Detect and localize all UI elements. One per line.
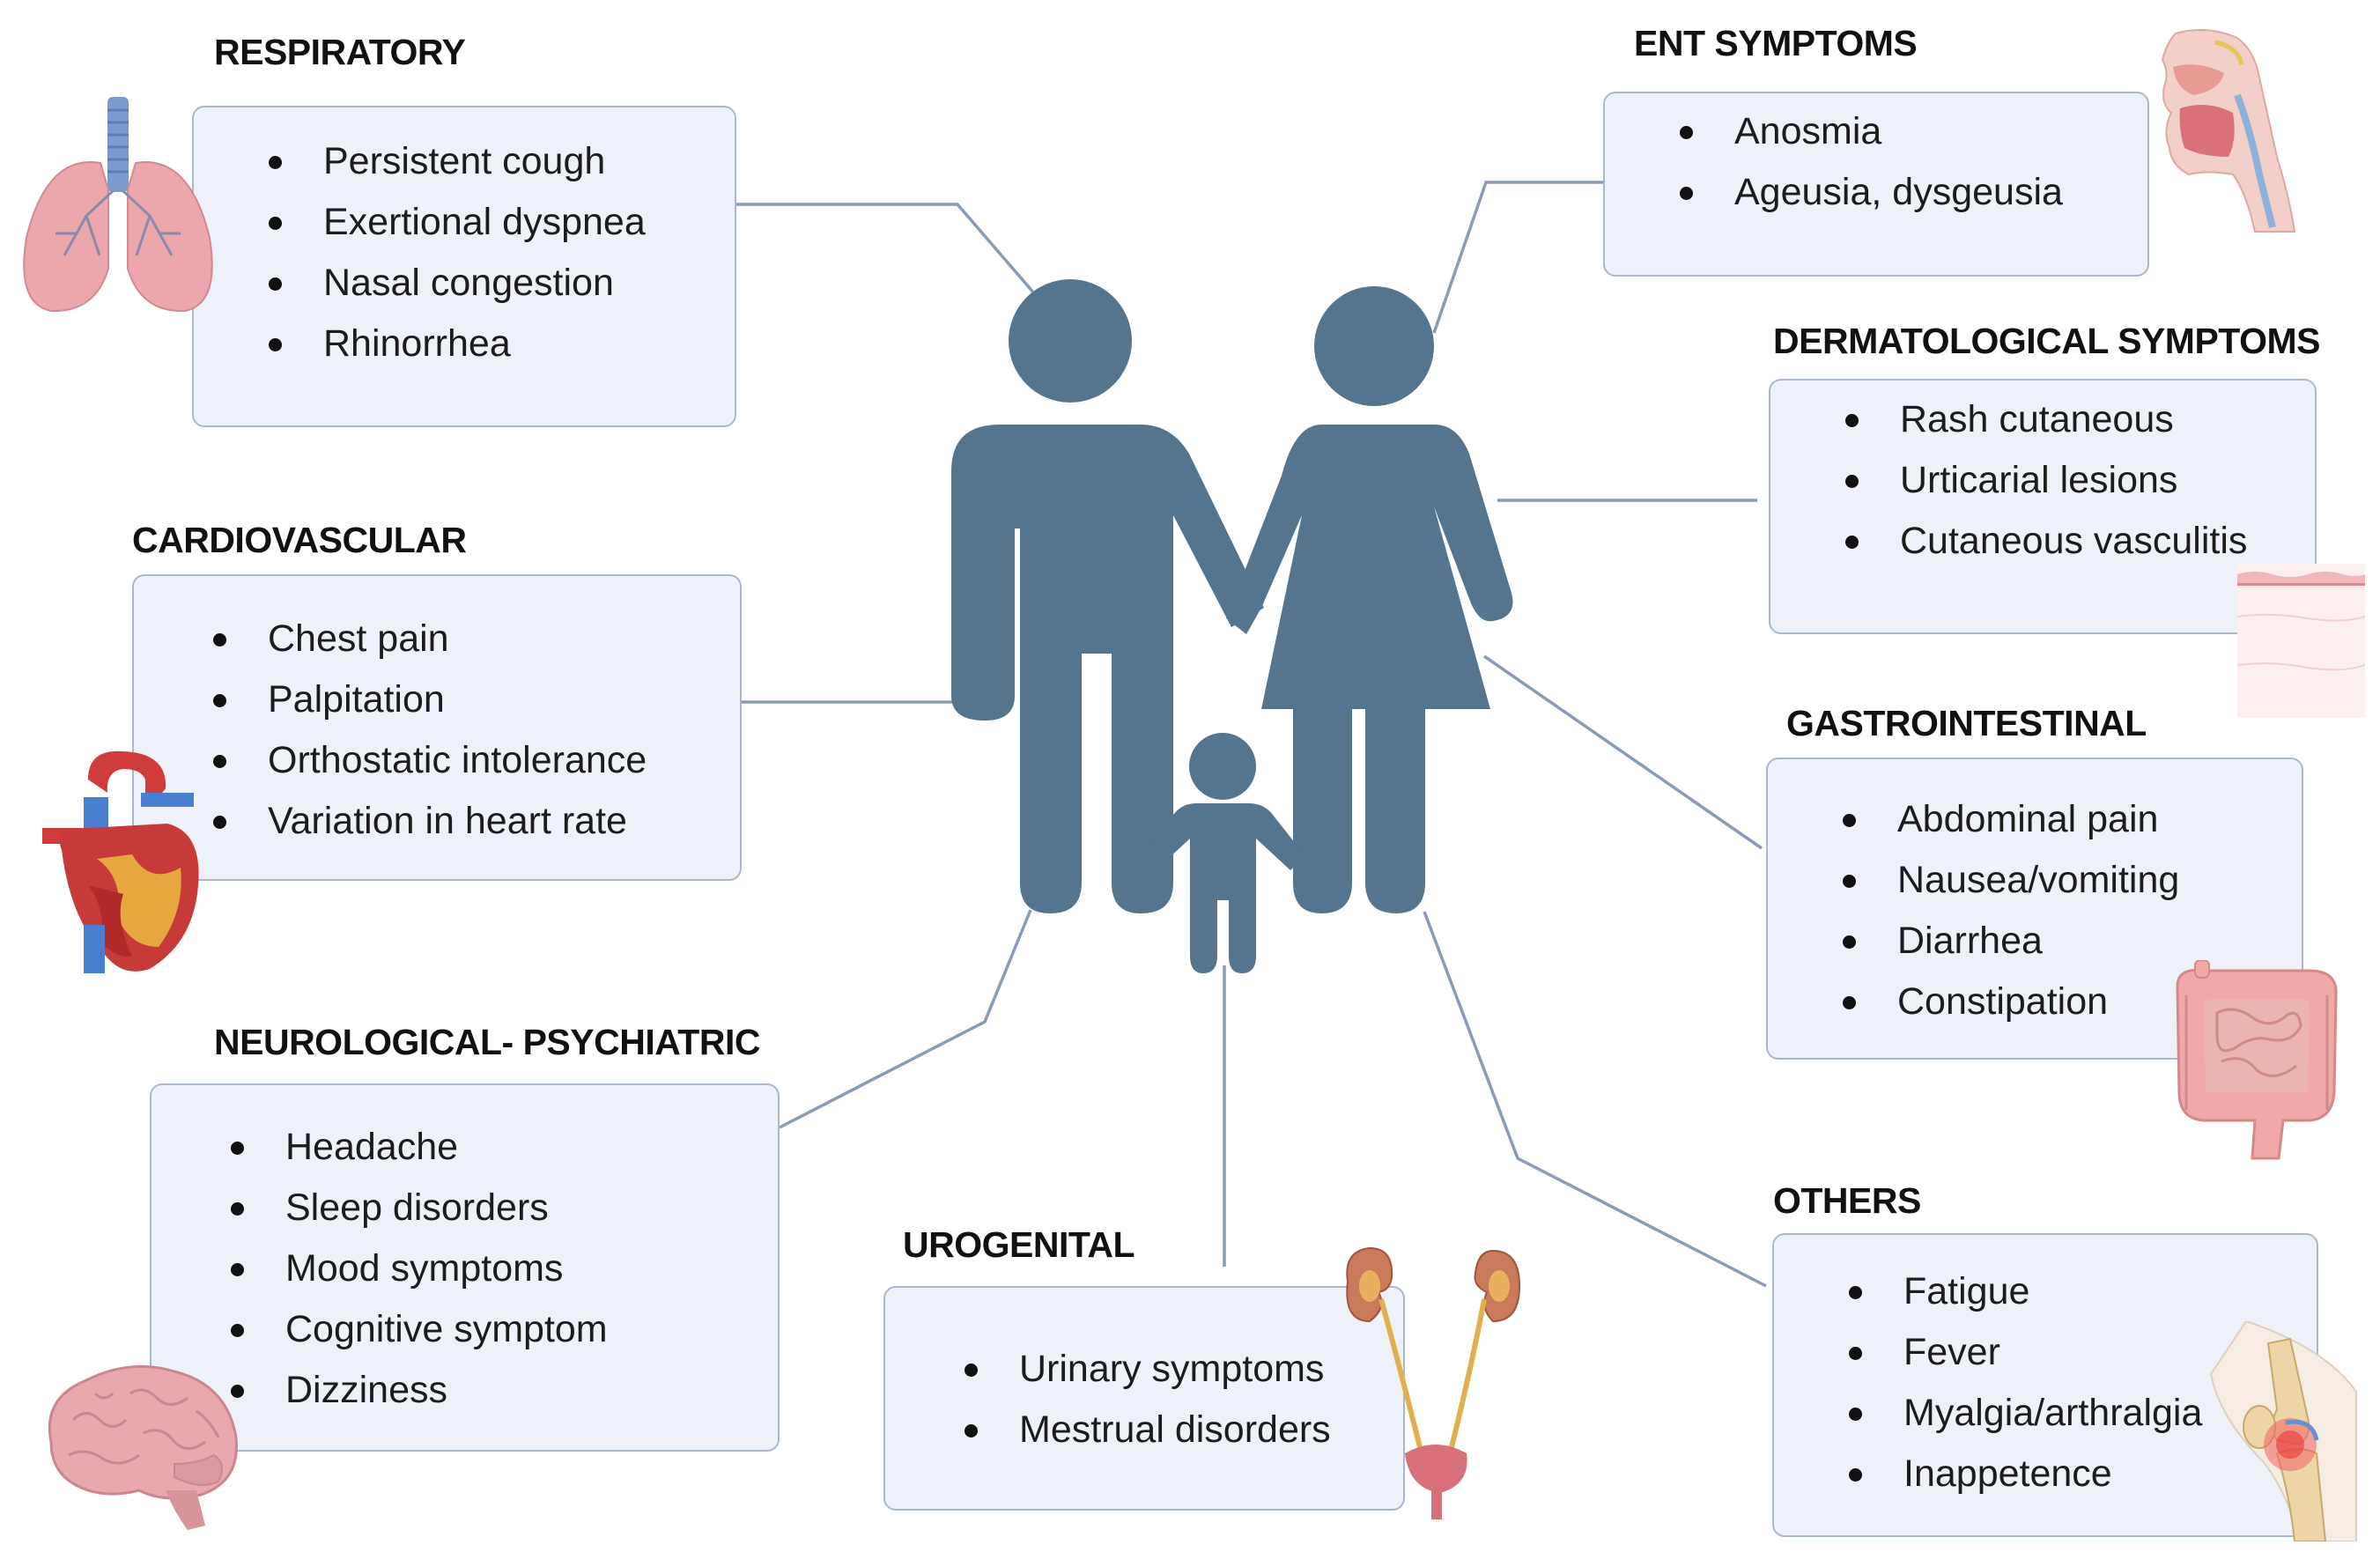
list-item: Fatigue: [1849, 1261, 2317, 1322]
list-item: Exertional dyspnea: [269, 192, 735, 253]
intestines-icon: [2176, 960, 2338, 1160]
others-title: OTHERS: [1773, 1180, 1921, 1221]
list-item: Rhinorrhea: [269, 314, 735, 374]
urogenital-title: UROGENITAL: [903, 1224, 1135, 1265]
list-item: Anosmia: [1680, 101, 2147, 162]
list-item: Palpitation: [213, 669, 740, 730]
cardiovascular-title: CARDIOVASCULAR: [132, 520, 467, 560]
list-item: Urinary symptoms: [965, 1339, 1403, 1400]
gastrointestinal-title: GASTROINTESTINAL: [1786, 703, 2147, 743]
woman-body-icon: [1226, 425, 1513, 913]
connector-neurological: [779, 909, 1032, 1129]
list-item: Ageusia, dysgeusia: [1680, 162, 2147, 223]
cardiovascular-box: Chest pain Palpitation Orthostatic intol…: [132, 574, 742, 881]
woman-head-icon: [1314, 286, 1434, 406]
list-item: Diarrhea: [1843, 911, 2302, 972]
man-body-icon: [951, 425, 1264, 913]
list-item: Headache: [231, 1117, 778, 1178]
list-item: Dizziness: [231, 1360, 778, 1421]
respiratory-box: Persistent cough Exertional dyspnea Nasa…: [192, 106, 736, 427]
list-item: Orthostatic intolerance: [213, 730, 740, 791]
brain-icon: [48, 1364, 238, 1530]
kidneys-bladder-icon: [1346, 1246, 1521, 1519]
list-item: Mood symptoms: [231, 1238, 778, 1299]
connector-others: [1423, 911, 1767, 1288]
knee-joint-icon: [2209, 1321, 2357, 1541]
list-item: Fever: [1849, 1322, 2317, 1383]
connector-gastrointestinal: [1483, 654, 1763, 850]
list-item: Sleep disorders: [231, 1178, 778, 1238]
list-item: Chest pain: [213, 609, 740, 669]
child-head-icon: [1189, 733, 1256, 800]
neurological-box: Headache Sleep disorders Mood symptoms C…: [150, 1083, 780, 1452]
neurological-title: NEUROLOGICAL- PSYCHIATRIC: [214, 1022, 760, 1062]
list-item: Cognitive symptom: [231, 1299, 778, 1360]
heart-icon: [42, 750, 199, 973]
list-item: Abdominal pain: [1843, 789, 2302, 850]
respiratory-title: RESPIRATORY: [214, 32, 466, 72]
urogenital-box: Urinary symptoms Mestrual disorders: [883, 1286, 1405, 1511]
list-item: Nausea/vomiting: [1843, 850, 2302, 911]
list-item: Urticarial lesions: [1845, 450, 2315, 511]
list-item: Mestrual disorders: [965, 1400, 1403, 1460]
dermatological-box: Rash cutaneous Urticarial lesions Cutane…: [1769, 379, 2317, 634]
lungs-icon: [23, 97, 213, 313]
list-item: Persistent cough: [269, 131, 735, 192]
list-item: Variation in heart rate: [213, 791, 740, 852]
list-item: Nasal congestion: [269, 253, 735, 314]
skin-layers-icon: [2237, 564, 2365, 718]
man-head-icon: [1009, 279, 1132, 403]
list-item: Myalgia/arthralgia: [1849, 1383, 2317, 1444]
connector-respiratory: [736, 203, 1047, 308]
list-item: Constipation: [1843, 972, 2302, 1032]
list-item: Rash cutaneous: [1845, 389, 2315, 450]
connector-ent: [1432, 181, 1603, 334]
list-item: Cutaneous vasculitis: [1845, 511, 2315, 572]
head-cross-section-icon: [2161, 29, 2296, 233]
ent-box: Anosmia Ageusia, dysgeusia: [1603, 92, 2149, 277]
child-body-icon: [1141, 803, 1305, 973]
dermatological-title: DERMATOLOGICAL SYMPTOMS: [1773, 321, 2321, 361]
ent-title: ENT SYMPTOMS: [1634, 23, 1918, 63]
list-item: Inappetence: [1849, 1444, 2317, 1504]
